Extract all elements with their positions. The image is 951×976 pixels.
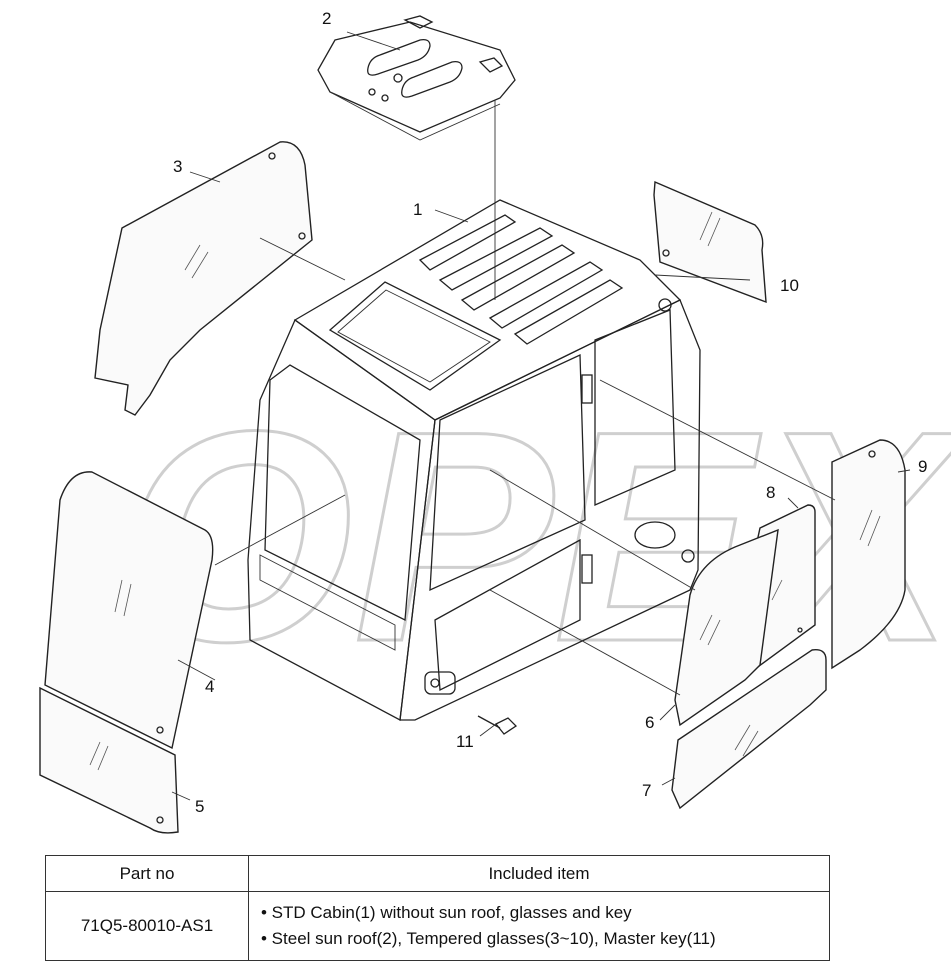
callout-1: 1 xyxy=(413,200,422,219)
glass-part-9 xyxy=(831,439,906,670)
glass-part-5 xyxy=(39,686,179,834)
cabin-body-part xyxy=(247,199,701,722)
header-part-no: Part no xyxy=(45,855,249,892)
part-number-cell: 71Q5-80010-AS1 xyxy=(45,891,249,961)
sun-roof-part xyxy=(317,15,516,141)
callout-7: 7 xyxy=(642,781,651,800)
cabin-exploded-diagram: OPEX xyxy=(39,9,951,834)
table-header-row: Part no Included item xyxy=(45,855,830,892)
callout-3: 3 xyxy=(173,157,182,176)
callout-8: 8 xyxy=(766,483,775,502)
glass-part-7 xyxy=(671,649,827,810)
header-included-item: Included item xyxy=(248,855,830,892)
included-items-cell: • STD Cabin(1) without sun roof, glasses… xyxy=(248,891,830,961)
callout-10: 10 xyxy=(780,276,799,295)
leader-lines xyxy=(171,31,911,801)
callout-9: 9 xyxy=(918,457,927,476)
callout-6: 6 xyxy=(645,713,654,732)
glass-part-4 xyxy=(44,471,214,750)
glass-part-10 xyxy=(653,180,767,304)
table-row: 71Q5-80010-AS1 • STD Cabin(1) without su… xyxy=(45,891,830,961)
callout-11: 11 xyxy=(456,732,474,751)
included-item-line: • Steel sun roof(2), Tempered glasses(3~… xyxy=(261,929,716,948)
callout-labels: 2 1 3 10 9 8 4 6 11 7 5 xyxy=(173,9,927,816)
master-key-part xyxy=(477,715,518,735)
callout-5: 5 xyxy=(195,797,204,816)
callout-2: 2 xyxy=(322,9,331,28)
watermark: OPEX xyxy=(120,368,951,704)
parts-table: Part no Included item 71Q5-80010-AS1 • S… xyxy=(45,855,830,961)
callout-4: 4 xyxy=(205,677,214,696)
included-item-line: • STD Cabin(1) without sun roof, glasses… xyxy=(261,903,632,922)
glass-part-6 xyxy=(674,528,779,727)
glass-part-3 xyxy=(94,141,313,416)
